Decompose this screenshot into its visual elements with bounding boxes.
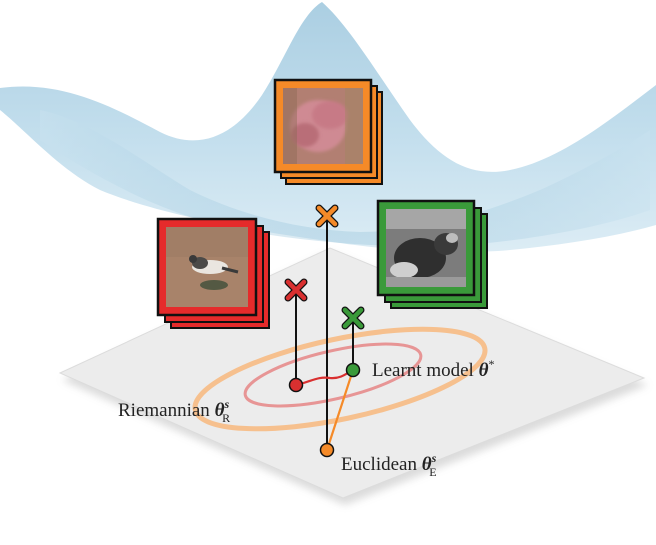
euclidean-point [319, 442, 335, 458]
connector-lines [295, 216, 355, 451]
cat-thumbnail [386, 209, 466, 287]
x-mark-icon [284, 278, 308, 302]
orange-image-stack [273, 78, 383, 185]
riemannian-point [288, 377, 304, 393]
x-mark-icon [315, 204, 339, 228]
learnt-model-label: Learnt model θ* [372, 357, 494, 381]
x-mark-icon [341, 306, 365, 330]
learnt-model-point [345, 362, 361, 378]
green-image-stack [376, 199, 488, 309]
red-image-stack [156, 217, 270, 329]
flower-thumbnail [283, 88, 363, 164]
outer-contour-ellipse [192, 326, 488, 432]
euclidean-path [325, 369, 355, 451]
bird-thumbnail [166, 227, 248, 307]
